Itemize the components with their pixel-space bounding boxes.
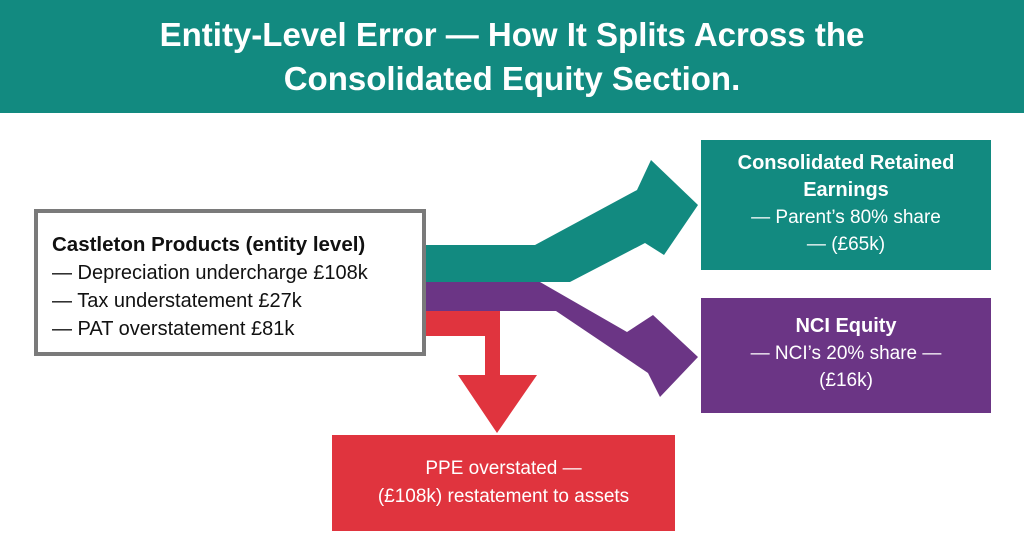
source-line-tax: — Tax understatement £27k	[52, 290, 302, 312]
nci-heading: NCI Equity	[795, 315, 897, 337]
source-entity-box: Castleton Products (entity level) — Depr…	[34, 209, 426, 356]
ppe-box: PPE overstated — (£108k) restatement to …	[332, 435, 675, 531]
source-line-pat: — PAT overstatement £81k	[52, 318, 295, 340]
nci-equity-box: NCI Equity — NCI’s 20% share — (£16k)	[701, 298, 991, 413]
arrow-to-retained-earnings	[426, 160, 698, 282]
arrow-to-nci	[426, 282, 698, 397]
page-title: Entity-Level Error — How It Splits Acros…	[159, 15, 865, 97]
nci-share: — NCI’s 20% share —	[750, 343, 942, 364]
ppe-line-1: PPE overstated —	[425, 458, 582, 479]
retained-earnings-amount: — (£65k)	[806, 234, 886, 255]
ppe-line-2: (£108k) restatement to assets	[377, 486, 630, 507]
retained-earnings-heading: Consolidated Retained Earnings	[737, 152, 955, 201]
source-heading: Castleton Products (entity level)	[52, 233, 366, 256]
arrow-to-ppe	[426, 311, 537, 433]
source-line-depreciation: — Depreciation undercharge £108k	[52, 262, 368, 284]
retained-earnings-share: — Parent’s 80% share	[751, 207, 941, 228]
title-banner: Entity-Level Error — How It Splits Acros…	[0, 0, 1024, 113]
nci-amount: (£16k)	[819, 370, 873, 391]
retained-earnings-box: Consolidated Retained Earnings — Parent’…	[701, 140, 991, 270]
